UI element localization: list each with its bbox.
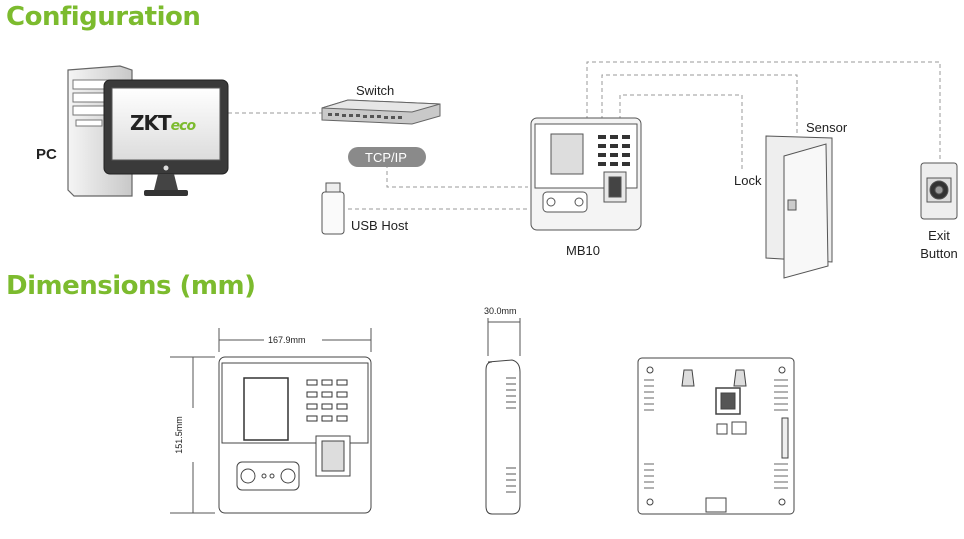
side-view-drawing xyxy=(485,359,521,515)
lock-label: Lock xyxy=(734,173,762,188)
depth-dimension-label: 30.0mm xyxy=(484,306,517,316)
configuration-heading: Configuration xyxy=(6,2,201,32)
height-dimension xyxy=(170,356,215,514)
usb-stick-illustration xyxy=(321,182,345,235)
pc-label: PC xyxy=(36,146,57,163)
sensor-label: Sensor xyxy=(806,120,848,135)
tcpip-badge xyxy=(348,147,426,167)
usb-host-label: USB Host xyxy=(351,218,409,233)
zkteco-logo: ZKTeco xyxy=(130,111,196,135)
mb10-device-illustration xyxy=(530,117,642,231)
dimensions-heading: Dimensions (mm) xyxy=(6,271,256,301)
pc-illustration xyxy=(67,65,229,197)
depth-dimension xyxy=(487,318,521,356)
back-view-drawing xyxy=(637,357,795,515)
width-dimension-label: 167.9mm xyxy=(268,335,306,345)
connection-lines xyxy=(228,61,941,210)
width-dimension xyxy=(218,328,372,352)
door-illustration xyxy=(765,135,833,279)
front-view-drawing xyxy=(218,356,372,514)
switch-label: Switch xyxy=(356,83,395,98)
exit-button-label-line2: Button xyxy=(920,246,958,261)
exit-button-illustration xyxy=(920,162,958,220)
height-dimension-label: 151.5mm xyxy=(173,416,184,454)
tcpip-label: TCP/IP xyxy=(365,150,407,165)
device-label: MB10 xyxy=(566,243,600,258)
exit-button-label-line1: Exit xyxy=(928,228,950,243)
switch-illustration xyxy=(321,99,441,125)
